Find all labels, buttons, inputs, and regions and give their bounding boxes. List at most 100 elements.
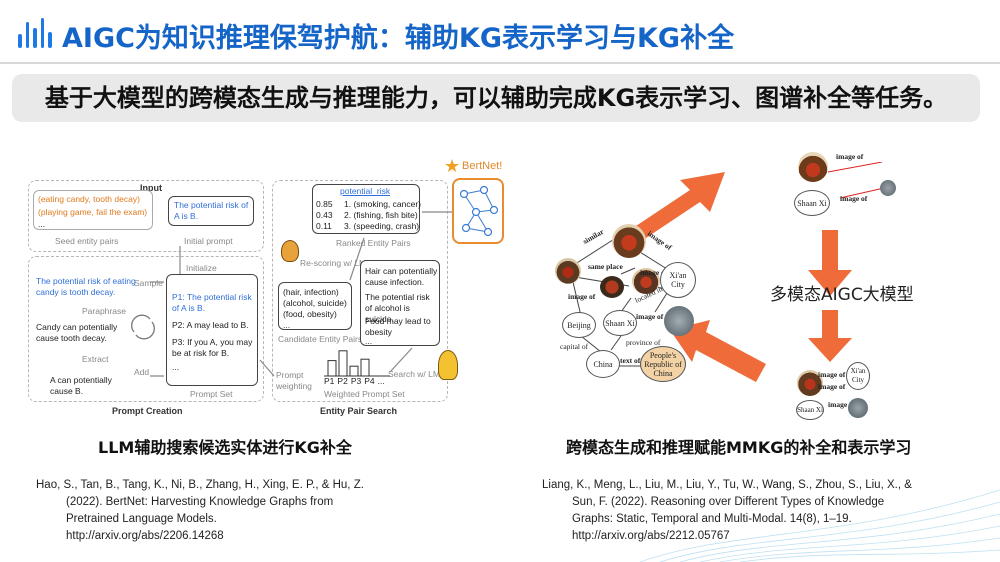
prompt-weighting-label: Prompt weighting	[276, 370, 312, 391]
initial-prompt-text: The potential risk of A is B.	[174, 200, 249, 221]
prompt-weight-bar	[327, 360, 337, 377]
creation-sample: The potential risk of eating candy is to…	[36, 276, 136, 297]
tower-output-image	[797, 370, 823, 396]
prompt-set-item: P3: If you A, you may be at risk for B.	[172, 337, 253, 358]
sample-label: Sample	[134, 278, 163, 288]
edge-label: image of	[818, 382, 846, 391]
bell-tower-image	[555, 258, 581, 284]
audio-bars-icon	[18, 18, 52, 48]
reference-line: Pretrained Language Models.	[66, 513, 217, 525]
candidate-pair: (hair, infection)	[283, 287, 339, 297]
add-label: Add	[134, 367, 150, 377]
edge-label: image of	[636, 312, 664, 321]
prompt-set-item: ...	[172, 362, 180, 372]
left-reference: Hao, S., Tan, B., Tang, K., Ni, B., Zhan…	[36, 477, 364, 545]
prompt-set-item: P1: The potential risk of A is B.	[172, 292, 252, 313]
top-edges	[827, 162, 885, 199]
bar-ticks: P1 P2 P3 P4 ...	[324, 376, 385, 387]
sentence: Hair can potentially cause infection.	[365, 266, 438, 287]
page-title: AIGC为知识推理保驾护航：辅助KG表示学习与KG补全	[62, 23, 735, 54]
bar-tick: P2	[337, 376, 348, 386]
ranked-score: 0.85	[316, 199, 333, 209]
prompt-weight-bar	[338, 350, 348, 377]
edge-label: text of	[620, 356, 641, 365]
edge-label: capital of	[560, 342, 589, 351]
seed-pair: ...	[38, 219, 46, 229]
entity-search-title: Entity Pair Search	[320, 406, 398, 416]
ernie-character-icon	[281, 240, 299, 262]
aerial-photo-image	[664, 306, 694, 336]
prompt-creation-title: Prompt Creation	[112, 406, 183, 416]
edge-label: image of	[568, 292, 596, 301]
bertnet-label: BertNet!	[462, 160, 503, 172]
edge-label: image of	[828, 400, 856, 409]
candidate-pairs-label: Candidate Entity Pairs	[278, 334, 363, 344]
extract-label: Extract	[82, 354, 109, 364]
candidate-pair: (food, obesity)	[283, 309, 337, 319]
prompt-weight-bar	[349, 365, 359, 377]
weighted-prompt-label: Weighted Prompt Set	[324, 389, 405, 399]
city-wall-image	[600, 276, 624, 298]
reference-line: Hao, S., Tan, B., Tang, K., Ni, B., Zhan…	[36, 479, 364, 491]
reference-line: Graphs: Static, Temporal and Multi-Modal…	[572, 513, 852, 525]
graph-node: Xi'an City	[660, 262, 696, 298]
edge-label: image of	[840, 194, 868, 203]
edge-label: same place	[588, 262, 623, 271]
bar-tick: ...	[377, 376, 385, 386]
prompt-set-label: Prompt Set	[190, 389, 233, 399]
sentence: The potential risk of alcohol is suicide…	[365, 292, 430, 324]
edge-label: image of	[836, 152, 864, 161]
cityscape-image	[880, 180, 896, 196]
entity-search-panel	[272, 180, 448, 402]
ranked-item: 3. (speeding, crash)	[344, 221, 420, 231]
graph-node: People's Republic of China	[640, 346, 686, 382]
bertnet-graph-box	[452, 178, 504, 244]
seed-pair: (eating candy, tooth decay)	[38, 194, 140, 204]
reference-link[interactable]: http://arxiv.org/abs/2206.14268	[66, 530, 224, 542]
initial-prompt-label: Initial prompt	[184, 236, 233, 246]
summary-banner: 基于大模型的跨模态生成与推理能力，可以辅助完成KG表示学习、图谱补全等任务。	[12, 74, 980, 122]
ranked-item: 1. (smoking, cancer)	[344, 199, 421, 209]
initialize-label: Initialize	[186, 263, 217, 273]
sentences-box	[360, 260, 440, 346]
edge-label: image of	[818, 370, 846, 379]
ranked-item: 2. (fishing, fish bite)	[344, 210, 418, 220]
edge-label: province of	[626, 338, 661, 347]
ranked-score: 0.11	[316, 221, 332, 231]
star-icon: ★	[444, 156, 461, 177]
sentence: Food may lead to obesity	[365, 316, 431, 337]
ranked-score: 0.43	[316, 210, 333, 220]
input-panel	[28, 180, 264, 252]
right-reference: Liang, K., Meng, L., Liu, M., Liu, Y., T…	[542, 477, 912, 545]
bar-tick: P1	[324, 376, 335, 386]
reference-link[interactable]: http://arxiv.org/abs/2212.05767	[572, 530, 730, 542]
ranked-title: potential_risk	[340, 186, 391, 196]
ranked-pairs-box	[312, 184, 420, 234]
input-title: Input	[140, 183, 162, 193]
bar-tick: P3	[350, 376, 362, 386]
graph-node: Shaan Xi	[794, 190, 830, 216]
header-divider	[0, 62, 1000, 64]
sentence: ...	[365, 336, 373, 346]
process-arrows	[630, 172, 852, 382]
initial-prompt-box	[168, 196, 254, 226]
seed-pairs-label: Seed entity pairs	[55, 236, 119, 246]
reference-line: (2022). BertNet: Harvesting Knowledge Gr…	[66, 496, 334, 508]
rescoring-label: Re-scoring w/ LM	[300, 258, 367, 268]
graph-node: China	[586, 350, 620, 378]
candidate-pair: (alcohol, suicide)	[283, 298, 347, 308]
candidate-pairs-box	[278, 282, 352, 330]
flow-arrows	[150, 211, 452, 377]
aerial-output-image	[848, 398, 868, 418]
seed-pair: (playing game, fail the exam)	[38, 207, 148, 217]
candidate-pair: ...	[283, 320, 291, 330]
drum-tower-image	[612, 224, 646, 258]
graph-node: Shaan Xi	[603, 310, 637, 336]
creation-extract: A can potentially cause B.	[50, 375, 112, 396]
prompt-weight-bar	[360, 358, 370, 377]
search-label: Search w/ LM	[388, 369, 440, 379]
prompt-set-item: P2: A may lead to B.	[172, 320, 249, 330]
right-caption: 跨模态生成和推理赋能MMKG的补全和表示学习	[566, 438, 912, 457]
terracotta-tower-image	[798, 152, 828, 182]
seed-pairs-box	[33, 190, 153, 230]
